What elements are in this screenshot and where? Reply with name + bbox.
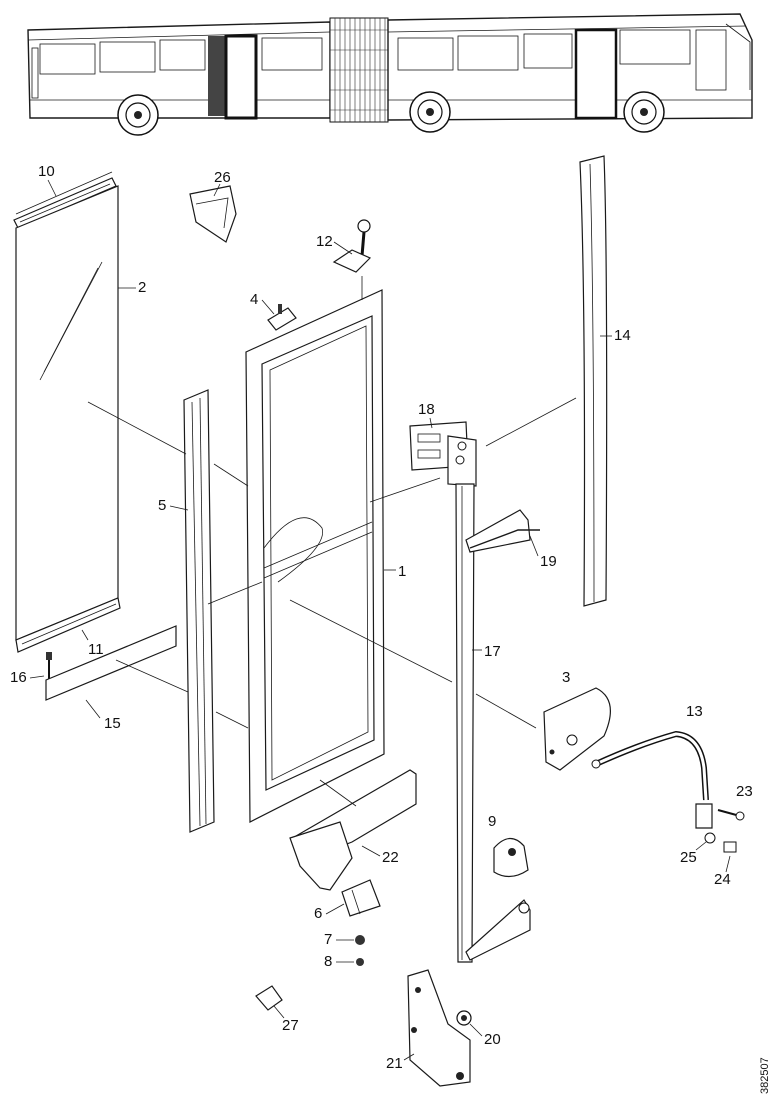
assembly-lines <box>87 276 577 807</box>
part-23-bolt <box>717 809 745 821</box>
callout-13: 13 <box>686 703 703 720</box>
callout-11: 11 <box>88 641 104 658</box>
callout-6: 6 <box>314 905 322 922</box>
part-18-hinge-plate <box>409 421 477 487</box>
part-12-upper-pivot <box>332 219 372 273</box>
part-20-bottom-bearing <box>456 1010 472 1026</box>
part-27-block <box>255 985 283 1011</box>
callout-16: 16 <box>10 669 27 686</box>
part-25-washer <box>704 832 716 844</box>
bus-wheel-front <box>117 94 159 136</box>
callout-10: 10 <box>38 163 55 180</box>
part-14-rubber-profile <box>579 155 608 607</box>
callout-14: 14 <box>614 327 631 344</box>
part-10-top-rail <box>13 171 117 229</box>
part-8-screw <box>356 958 364 966</box>
figure-reference-code: 382507 <box>759 1057 771 1094</box>
part-19-link-rod <box>469 529 540 549</box>
callout-22: 22 <box>382 849 399 866</box>
callout-25: 25 <box>680 849 697 866</box>
part-2-glass-pane <box>15 185 119 641</box>
callout-18: 18 <box>418 401 435 418</box>
callout-7: 7 <box>324 931 332 948</box>
callout-9: 9 <box>488 813 496 830</box>
part-5-vertical-seal <box>183 389 215 833</box>
bus-wheel-middle <box>409 91 451 133</box>
callout-1: 1 <box>398 563 406 580</box>
part-1-door-frame <box>245 289 385 823</box>
part-22-lower-plate <box>289 769 417 891</box>
callout-15: 15 <box>104 715 121 732</box>
callout-20: 20 <box>484 1031 501 1048</box>
callout-19: 19 <box>540 553 557 570</box>
part-15-trim-plate <box>45 625 177 701</box>
callout-5: 5 <box>158 497 166 514</box>
part-17-hinge-column <box>455 483 531 963</box>
part-9-catch <box>493 837 529 878</box>
callout-24: 24 <box>714 871 731 888</box>
part-26-bracket <box>189 185 237 243</box>
callout-21: 21 <box>386 1055 403 1072</box>
bus-articulation-bellows <box>329 17 389 123</box>
part-21-bottom-bracket <box>407 969 471 1087</box>
part-24-nut <box>723 841 737 853</box>
callout-labels: 1 2 3 4 5 6 7 8 9 10 11 12 13 14 15 16 1… <box>10 163 753 1072</box>
callout-23: 23 <box>736 783 753 800</box>
callout-3: 3 <box>562 669 570 686</box>
part-7-washer <box>355 935 365 945</box>
bus-wheel-rear <box>623 91 665 133</box>
callout-8: 8 <box>324 953 332 970</box>
part-13-curved-arm <box>591 730 709 801</box>
part-4-clip <box>267 304 297 331</box>
callout-2: 2 <box>138 279 146 296</box>
part-3-actuator-plate <box>543 687 611 771</box>
callout-17: 17 <box>484 643 501 660</box>
callout-26: 26 <box>214 169 231 186</box>
callout-4: 4 <box>250 291 258 308</box>
part-6-small-bracket <box>341 879 381 917</box>
callout-12: 12 <box>316 233 333 250</box>
articulated-bus-illustration <box>27 13 753 136</box>
callout-27: 27 <box>282 1017 299 1034</box>
part-11-bottom-rail <box>15 597 121 653</box>
